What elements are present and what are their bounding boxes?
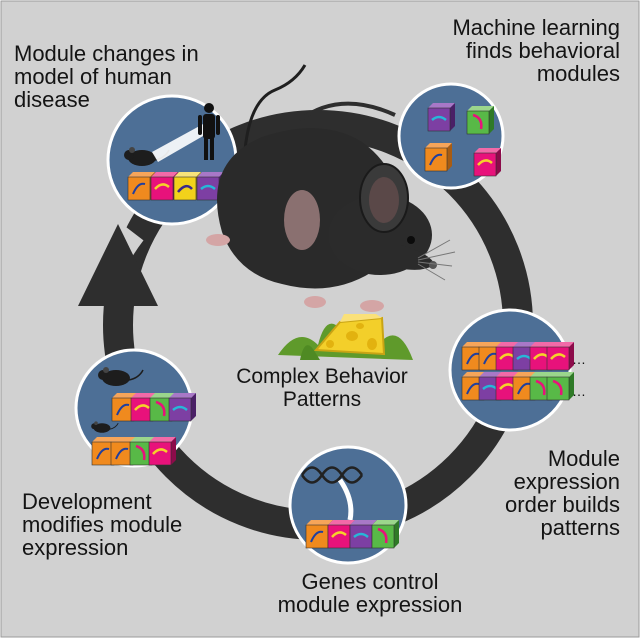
label-genes-line2: module expression [277,592,463,617]
cheese-illustration [278,314,413,360]
node-machine-learning [397,82,505,190]
label-ml-line2: finds behavioral [465,38,620,63]
label-order-line1: Module [547,446,620,471]
label-genes-line1: Genes control [301,569,439,594]
label-disease-line1: Module changes in [14,41,199,66]
label-disease: Module changes in model of human disease [14,42,199,111]
label-development: Development modifies module expression [22,490,182,559]
label-disease-line2: model of human [14,64,172,89]
label-dev-line1: Development [22,489,152,514]
label-module-order: Module expression order builds patterns [505,447,620,539]
node-genes [288,445,408,565]
label-dev-line2: modifies module [22,512,183,537]
node-disease [106,94,238,226]
cycle-arrow-head [78,224,158,306]
label-dev-line3: expression [22,535,129,560]
svg-text:…: … [572,383,586,399]
svg-text:…: … [572,351,586,367]
label-ml-line3: modules [536,61,620,86]
node-module-order: … … [448,308,586,432]
node-development [74,348,198,468]
label-ml-line1: Machine learning [452,15,620,40]
mouse-illustration [206,128,456,312]
label-order-line2: expression [513,469,620,494]
label-center-line2: Patterns [282,388,362,411]
label-disease-line3: disease [14,87,90,112]
label-center: Complex Behavior Patterns [222,365,422,411]
label-order-line4: patterns [540,515,621,540]
label-order-line3: order builds [505,492,620,517]
label-center-line1: Complex Behavior [236,365,408,388]
label-machine-learning: Machine learning finds behavioral module… [452,16,620,85]
label-genes: Genes control module expression [250,570,490,616]
